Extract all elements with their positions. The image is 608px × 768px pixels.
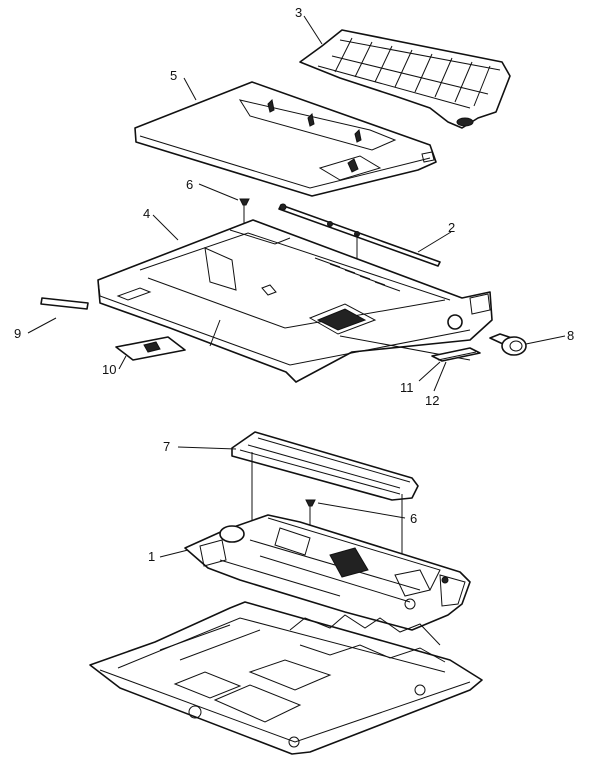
callout-9: 9 [14, 326, 21, 341]
part-9-strip [40, 297, 89, 310]
callout-6-lower: 6 [410, 511, 417, 526]
part-4-upper-case [97, 219, 493, 383]
callout-6-upper: 6 [186, 177, 193, 192]
callout-7: 7 [163, 439, 170, 454]
lower-case-base [89, 601, 483, 755]
callout-10: 10 [102, 362, 116, 377]
part-1-print-mechanism [184, 514, 471, 631]
callout-11: 11 [400, 380, 414, 395]
part-5-top-cover [134, 81, 437, 197]
callout-2: 2 [448, 220, 455, 235]
callout-leaders [27, 15, 566, 558]
part-2-shaft [278, 203, 441, 272]
part-3-paper-guide [299, 29, 511, 129]
part-10-plate [115, 336, 186, 361]
callout-3: 3 [295, 5, 302, 20]
part-6-lower-screw [305, 499, 316, 532]
part-8-knob [489, 333, 527, 356]
callout-labels: 3 5 6 4 2 9 10 8 11 12 7 6 1 [14, 5, 574, 564]
callout-1: 1 [148, 549, 155, 564]
callout-12: 12 [425, 393, 439, 408]
part-11-12-strips [431, 347, 481, 362]
callout-8: 8 [567, 328, 574, 343]
callout-4: 4 [143, 206, 150, 221]
callout-5: 5 [170, 68, 177, 83]
